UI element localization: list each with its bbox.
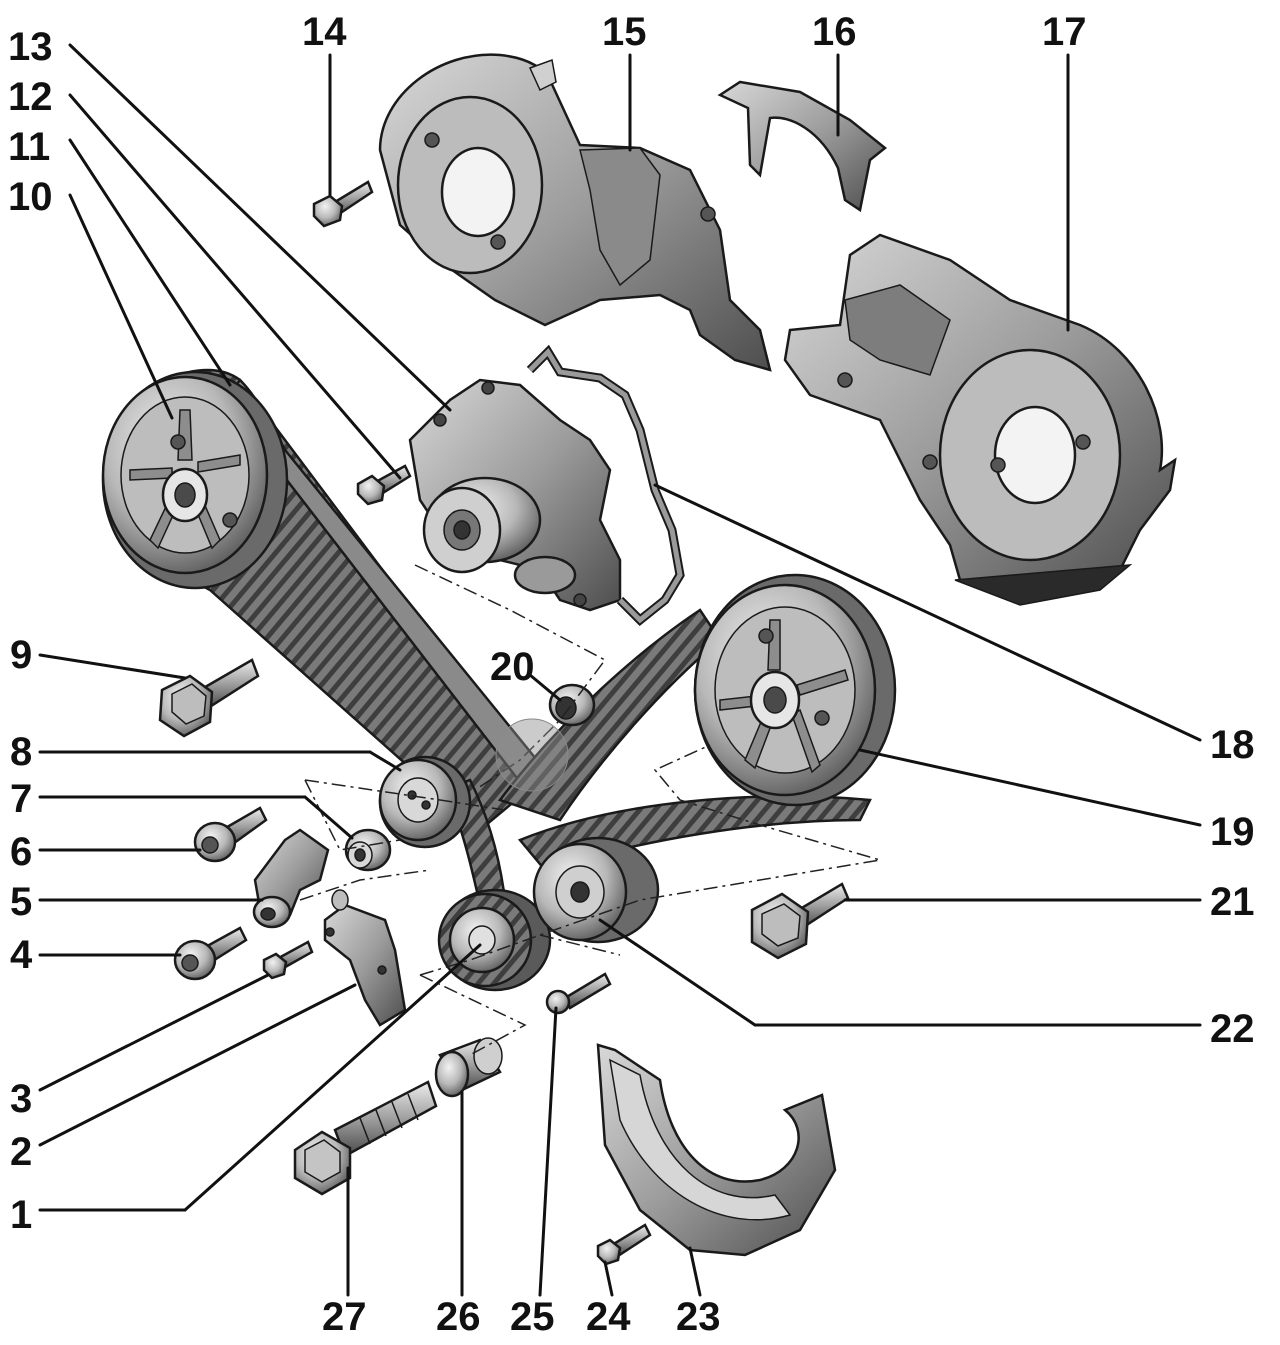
label-14: 14 — [302, 10, 347, 54]
label-10: 10 — [8, 175, 53, 219]
label-21: 21 — [1210, 880, 1255, 924]
label-4: 4 — [10, 933, 33, 977]
bolt-25 — [545, 972, 612, 1015]
upper-timing-cover-right — [783, 233, 1177, 606]
bolt-12 — [356, 464, 412, 506]
tensioner-damper-2 — [323, 889, 407, 1027]
lower-timing-cover-23 — [596, 1043, 837, 1257]
tensioner-bracket-5 — [252, 828, 330, 929]
water-pump-gasket — [526, 344, 685, 627]
assembly-axis-lines — [299, 564, 881, 1056]
label-11: 11 — [8, 125, 50, 169]
label-1: 1 — [10, 1193, 32, 1237]
camshaft-pulley-left — [101, 370, 289, 590]
bushing-20 — [548, 683, 596, 727]
label-16: 16 — [812, 10, 857, 54]
bolt-3 — [262, 940, 314, 980]
label-15: 15 — [602, 10, 647, 54]
callout-labels: 13 12 11 10 14 15 16 17 9 20 8 7 6 5 4 3… — [8, 10, 1255, 1339]
bushing-7 — [344, 828, 392, 872]
label-22: 22 — [1210, 1007, 1255, 1051]
label-27: 27 — [322, 1295, 367, 1339]
bolt-4 — [173, 926, 248, 981]
upper-timing-cover-left — [378, 53, 772, 372]
label-24: 24 — [586, 1295, 631, 1339]
sleeve-26 — [434, 1037, 503, 1098]
label-9: 9 — [10, 633, 32, 677]
label-26: 26 — [436, 1295, 481, 1339]
bolt-14 — [312, 180, 374, 228]
idler-roller-8 — [378, 755, 472, 849]
label-3: 3 — [10, 1077, 32, 1121]
label-12: 12 — [8, 75, 53, 119]
label-20: 20 — [490, 645, 535, 689]
label-8: 8 — [10, 730, 32, 774]
bolt-21 — [750, 882, 850, 960]
label-25: 25 — [510, 1295, 555, 1339]
label-5: 5 — [10, 880, 32, 924]
label-7: 7 — [10, 777, 32, 821]
idler-roller-22 — [532, 836, 660, 944]
crankshaft-sprocket-1 — [437, 888, 552, 992]
label-2: 2 — [10, 1130, 32, 1174]
water-pump — [408, 378, 622, 612]
bolt-6 — [193, 806, 268, 863]
label-13: 13 — [8, 25, 53, 69]
crank-bolt-27 — [293, 1080, 438, 1196]
cover-segment — [717, 80, 888, 213]
label-18: 18 — [1210, 723, 1255, 767]
leader-lines — [38, 43, 1202, 1297]
label-17: 17 — [1042, 10, 1087, 54]
label-19: 19 — [1210, 810, 1255, 854]
bolt-9 — [158, 658, 260, 738]
label-6: 6 — [10, 830, 32, 874]
label-23: 23 — [676, 1295, 721, 1339]
highlight-marker — [495, 718, 569, 792]
camshaft-pulley-right — [693, 573, 897, 807]
bolt-24 — [596, 1223, 652, 1266]
